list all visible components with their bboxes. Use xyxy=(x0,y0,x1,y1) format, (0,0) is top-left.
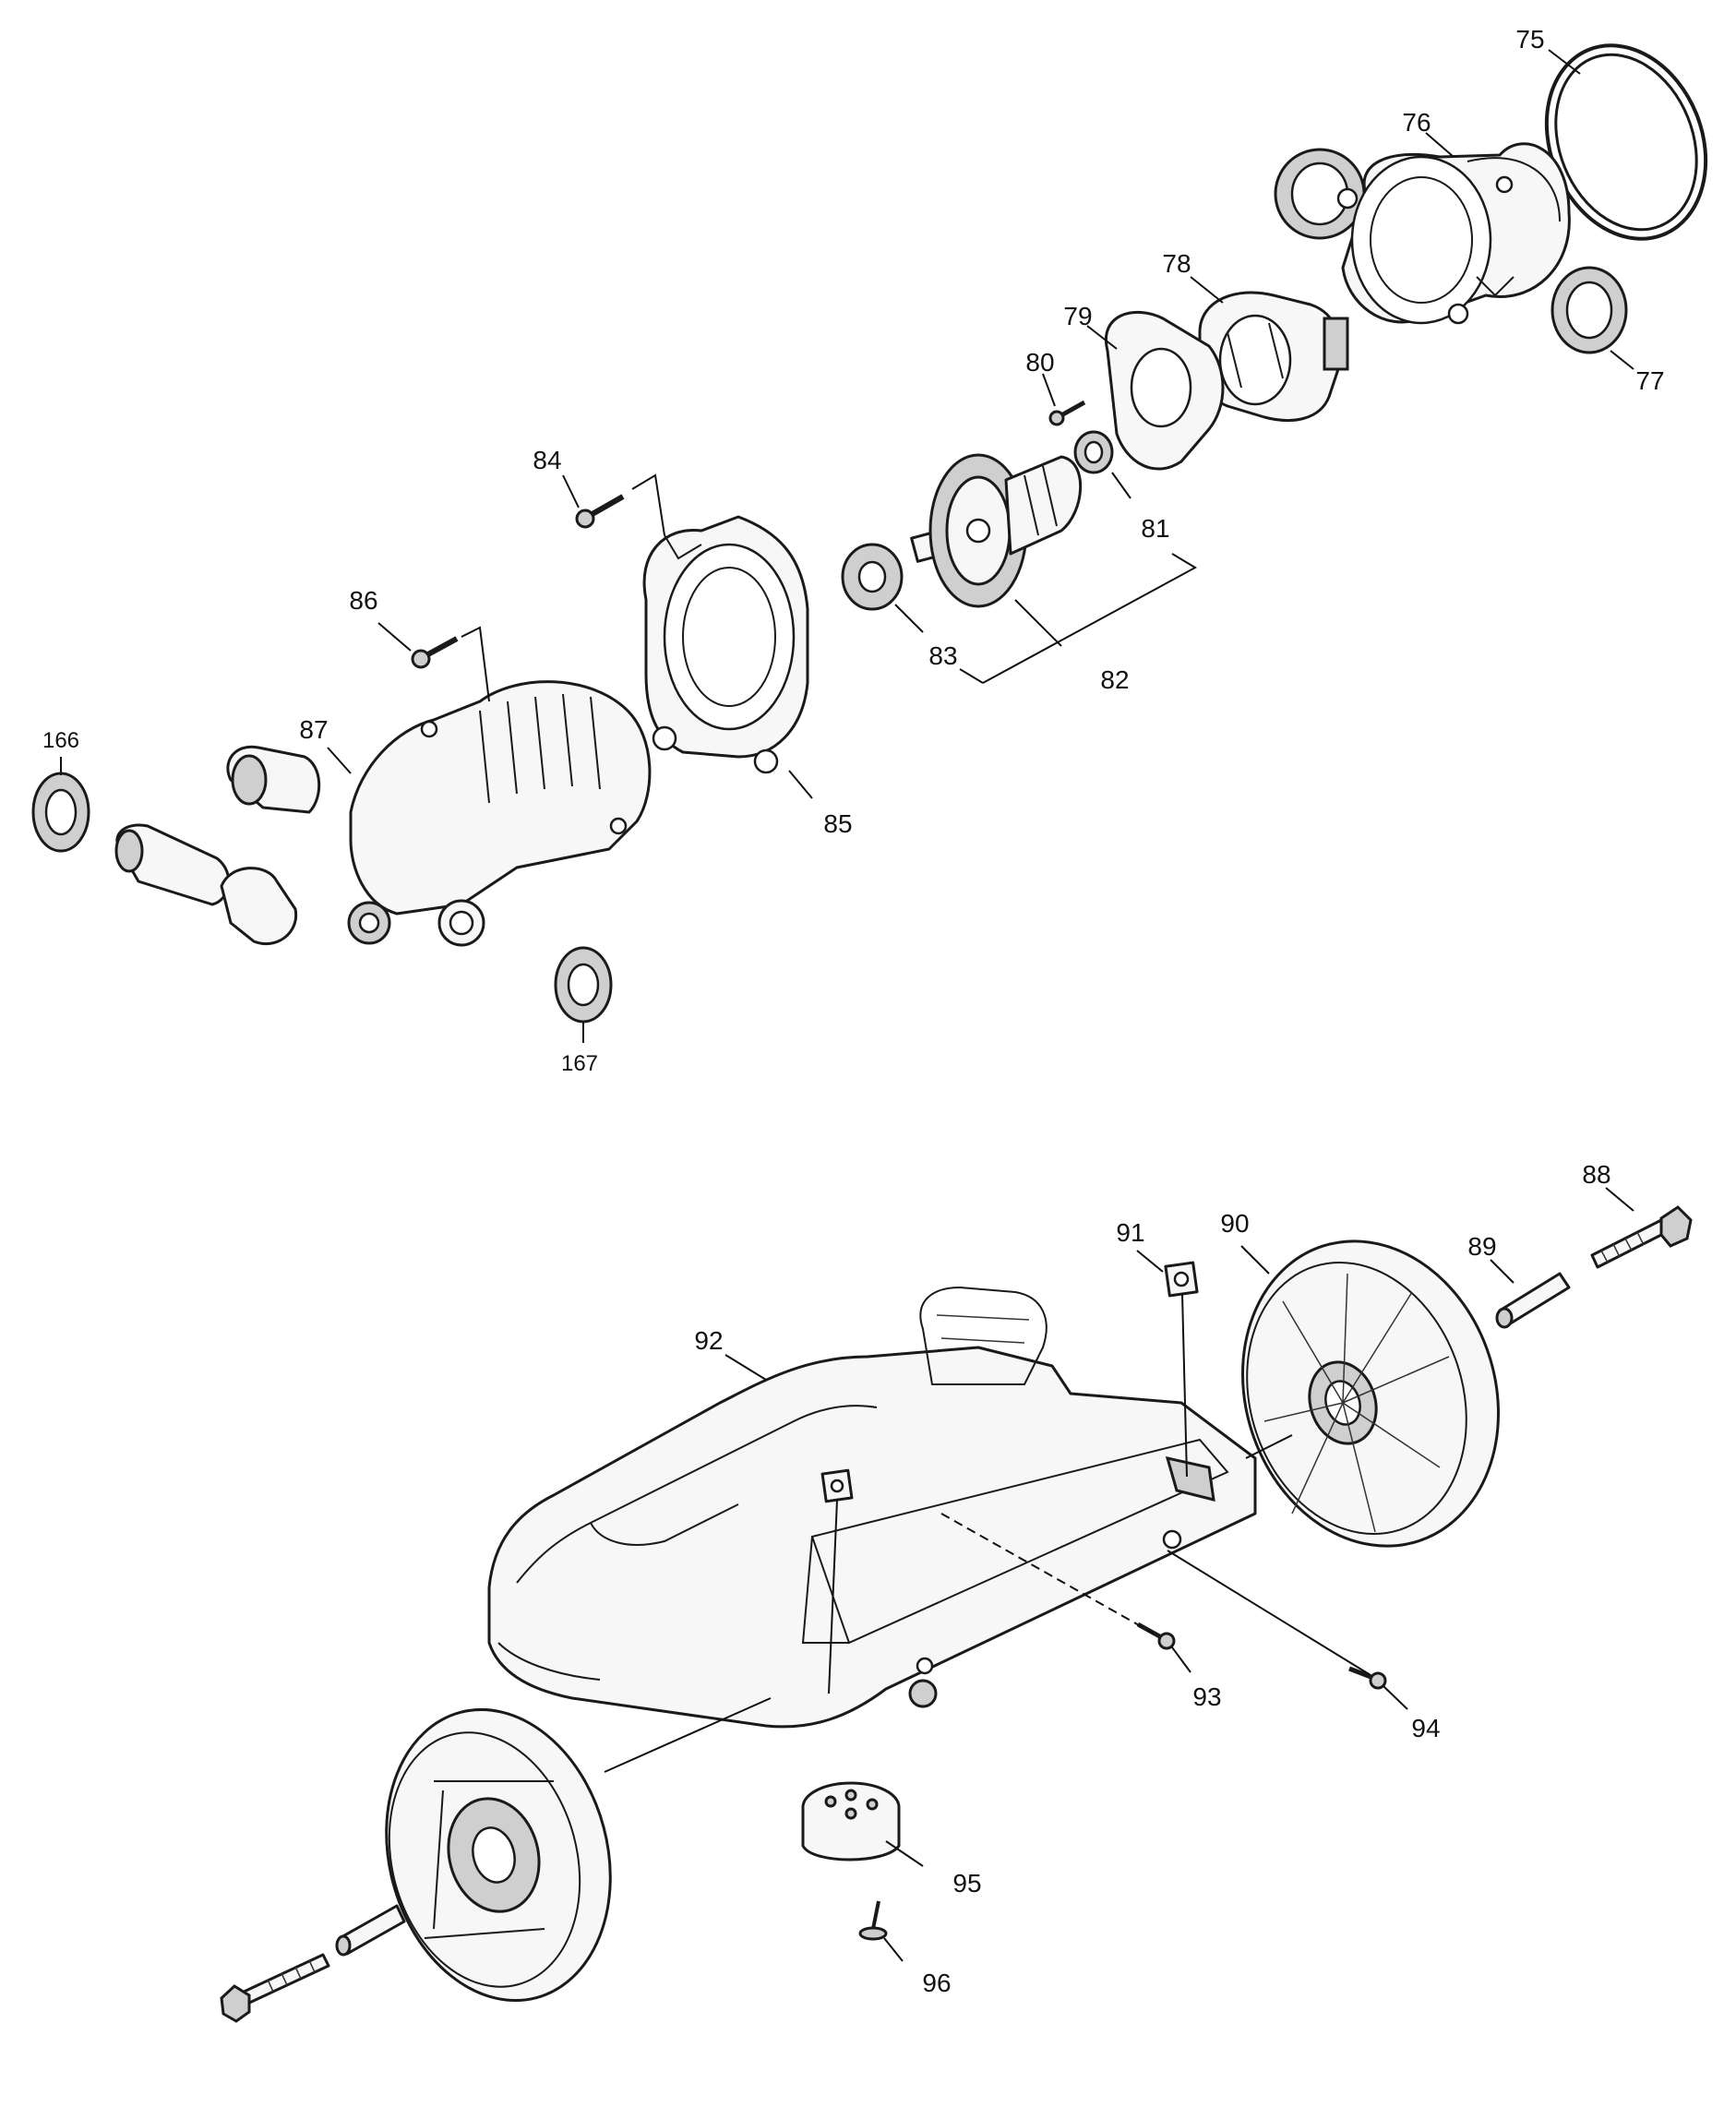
part-84-screw xyxy=(575,494,625,529)
part-89-axle xyxy=(1495,1272,1571,1329)
part-86-screw xyxy=(411,636,459,669)
part-90-wheel-right xyxy=(1241,1239,1500,1548)
label-83: 83 xyxy=(928,641,957,670)
part-94-screw xyxy=(1348,1666,1387,1690)
label-92: 92 xyxy=(694,1326,723,1355)
part-76-motor-housing xyxy=(1274,142,1571,325)
label-94: 94 xyxy=(1411,1714,1440,1742)
label-75: 75 xyxy=(1515,25,1544,54)
label-89: 89 xyxy=(1467,1232,1496,1261)
part-79-baffle xyxy=(1104,310,1225,471)
label-91: 91 xyxy=(1116,1218,1144,1247)
part-88-bolt xyxy=(1590,1205,1693,1269)
part-91-square-nut xyxy=(820,1261,1199,1503)
part-83-bearing xyxy=(841,543,904,611)
part-166-seal xyxy=(31,772,90,853)
label-96: 96 xyxy=(922,1969,951,1997)
label-84: 84 xyxy=(533,446,561,474)
part-bolt-left xyxy=(220,1953,330,2023)
label-76: 76 xyxy=(1402,108,1431,137)
label-87: 87 xyxy=(299,715,328,744)
upper-leader-lines xyxy=(60,49,1634,1043)
part-81-bearing xyxy=(1073,430,1114,474)
part-85-bracket xyxy=(642,515,809,774)
label-95: 95 xyxy=(952,1869,981,1897)
part-167-seal xyxy=(554,946,613,1024)
lower-leader-lines xyxy=(604,1187,1634,1962)
part-axle-left xyxy=(335,1904,406,1957)
part-93-screw xyxy=(1136,1622,1176,1650)
label-167: 167 xyxy=(561,1051,598,1076)
part-78-stator xyxy=(1198,291,1349,422)
label-86: 86 xyxy=(349,586,377,615)
label-82: 82 xyxy=(1100,665,1129,694)
part-96-screw xyxy=(858,1900,888,1941)
label-78: 78 xyxy=(1162,249,1191,278)
part-77-seal xyxy=(1550,266,1628,354)
callout-labels: 75 76 77 78 79 80 81 82 83 84 85 86 87 1… xyxy=(42,25,1665,1997)
label-80: 80 xyxy=(1025,348,1054,377)
label-166: 166 xyxy=(42,728,79,753)
label-85: 85 xyxy=(823,809,852,838)
part-95-foot xyxy=(801,1781,901,1862)
part-80-screw xyxy=(1048,400,1086,426)
label-88: 88 xyxy=(1582,1160,1610,1189)
label-77: 77 xyxy=(1635,366,1664,395)
label-93: 93 xyxy=(1192,1682,1221,1711)
label-90: 90 xyxy=(1220,1209,1249,1238)
part-87-pump xyxy=(114,680,652,947)
part-82-armature xyxy=(910,453,1083,608)
label-79: 79 xyxy=(1063,302,1092,330)
label-81: 81 xyxy=(1141,514,1169,543)
part-92-frame xyxy=(487,1286,1257,1729)
part-wheel-left xyxy=(385,1707,612,2003)
